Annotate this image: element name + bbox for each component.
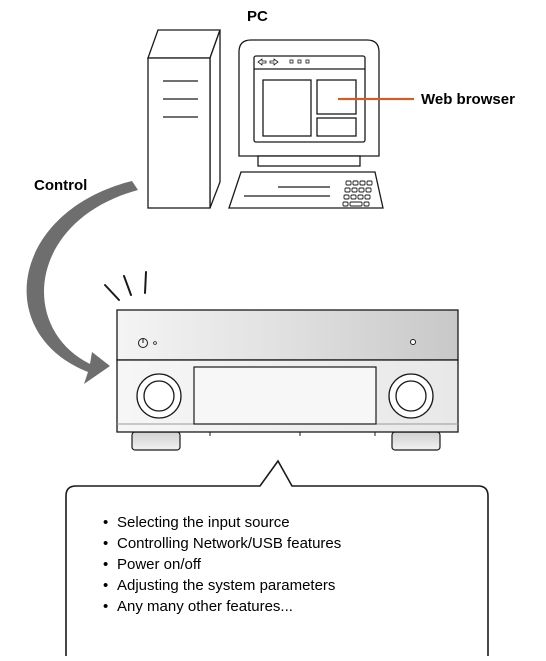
features-list: Selecting the input source Controlling N… <box>100 512 341 617</box>
pc-monitor-icon <box>238 39 380 167</box>
volume-knob-right-icon <box>388 373 434 419</box>
av-receiver-icon <box>116 309 459 451</box>
web-browser-label: Web browser <box>421 91 515 108</box>
feature-item: Controlling Network/USB features <box>100 533 341 554</box>
control-label: Control <box>34 177 88 194</box>
control-arrow <box>26 181 138 384</box>
pc-tower-icon <box>147 29 221 209</box>
volume-knob-left-icon <box>136 373 182 419</box>
keyboard-icon <box>228 171 384 209</box>
power-icon <box>138 338 148 348</box>
feature-item: Selecting the input source <box>100 512 341 533</box>
pc-label: PC <box>247 8 268 25</box>
signal-ticks-icon <box>104 271 147 301</box>
feature-item: Any many other features... <box>100 596 341 617</box>
feature-item: Adjusting the system parameters <box>100 575 341 596</box>
feature-item: Power on/off <box>100 554 341 575</box>
